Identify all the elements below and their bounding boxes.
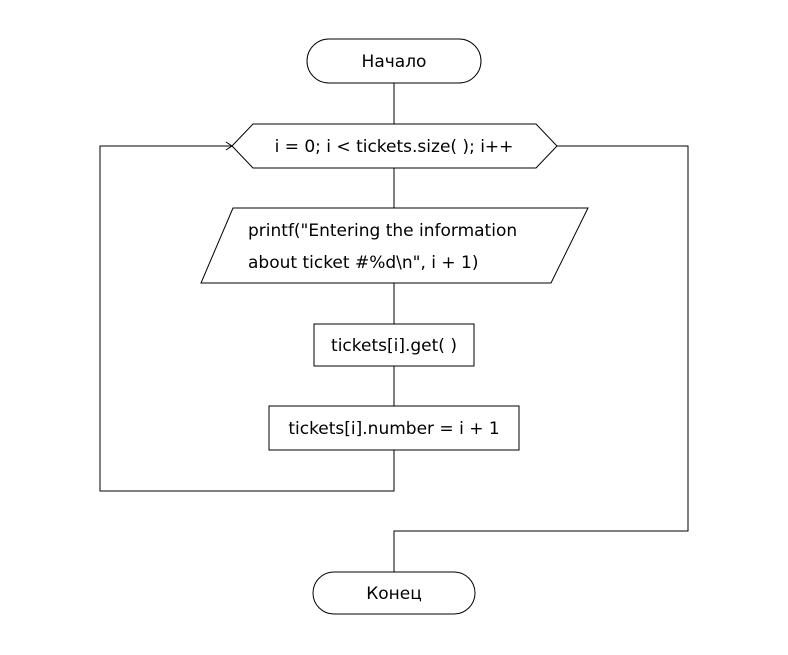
end-terminator: Конец [312, 571, 476, 615]
end-terminator-label: Конец [366, 584, 422, 604]
io-block-shape [200, 207, 589, 284]
loop-block: i = 0; i < tickets.size( ); i++ [231, 123, 558, 169]
io-block: printf("Entering the information about t… [200, 207, 589, 284]
loop-block-label: i = 0; i < tickets.size( ); i++ [275, 137, 514, 157]
start-terminator: Начало [306, 38, 482, 84]
connectors [99, 83, 689, 572]
io-block-label-line1: printf("Entering the information [248, 221, 517, 241]
process-block-get-label: tickets[i].get( ) [331, 336, 457, 356]
process-block-number: tickets[i].number = i + 1 [268, 405, 520, 451]
io-block-label-line2: about ticket #%d\n", i + 1) [248, 253, 479, 273]
loop-block-shape [231, 123, 558, 169]
start-terminator-shape [306, 38, 482, 84]
process-block-get-shape [313, 323, 475, 367]
connector-loop-back [99, 145, 395, 492]
start-terminator-label: Начало [362, 52, 427, 72]
process-block-number-shape [268, 405, 520, 451]
process-block-number-label: tickets[i].number = i + 1 [288, 419, 499, 439]
end-terminator-shape [312, 571, 476, 615]
connector-loop-exit [393, 145, 689, 572]
process-block-get: tickets[i].get( ) [313, 323, 475, 367]
